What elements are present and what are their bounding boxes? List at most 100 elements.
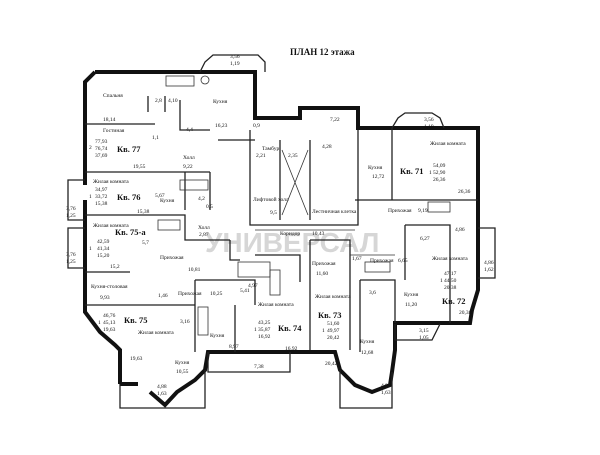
- room-label: Прихожая: [388, 208, 412, 214]
- room-area: 3,6: [369, 290, 376, 296]
- room-area: 10,43: [312, 231, 325, 237]
- interior-walls: [85, 96, 478, 352]
- room-label: Прихожая: [312, 261, 336, 267]
- usable-area: 52,90: [433, 170, 446, 176]
- living-area: 37,69: [95, 153, 108, 159]
- total-area: 42,59: [97, 239, 110, 245]
- room-area: 5,7: [142, 240, 149, 246]
- room-area: 18,14: [103, 117, 116, 123]
- balcony-area: 3,76: [66, 252, 76, 258]
- room-area: 9,22: [183, 164, 193, 170]
- room-label: Жилая комната: [258, 302, 294, 308]
- room-label: Кухня: [213, 99, 228, 105]
- room-area: 19,55: [133, 164, 146, 170]
- room-area: 1,1: [152, 135, 159, 141]
- common-areas: Тамбур 2,21 2,35 4,28 7,22 Лифтовой холл…: [253, 117, 357, 237]
- room-area: 6,27: [420, 236, 430, 242]
- room-area: 10,81: [188, 267, 201, 273]
- room-count: 1: [440, 278, 443, 284]
- room-area: 1,67: [352, 256, 362, 262]
- usable-area: 33,72: [95, 194, 108, 200]
- room-label: Кухня: [368, 165, 383, 171]
- room-label: Кухня: [360, 339, 375, 345]
- total-area: 46,76: [103, 313, 116, 319]
- room-label: Кухня: [404, 292, 419, 298]
- total-area: 43,25: [258, 320, 271, 326]
- room-label: Жилая комната: [93, 223, 129, 229]
- room-area: 11,20: [405, 302, 417, 308]
- room-area: 3,16: [180, 319, 190, 325]
- living-area: 16,92: [258, 334, 271, 340]
- room-label: Кухня-столовая: [91, 284, 128, 290]
- room-area: 4,4: [186, 127, 193, 133]
- room-count: 1: [89, 246, 92, 252]
- room-area: 12,68: [361, 350, 374, 356]
- usable-area: 45,13: [103, 320, 116, 326]
- usable-area: 44,50: [444, 278, 457, 284]
- room-area: 10,25: [210, 291, 223, 297]
- balcony-area: 1,63: [157, 391, 167, 397]
- room-area: 16,92: [285, 346, 298, 352]
- room-label: Прихожая: [160, 255, 184, 261]
- apartment-number: Кв. 75-а: [115, 227, 146, 237]
- total-area: 34,97: [95, 187, 108, 193]
- balcony-area: 1,25: [66, 259, 76, 265]
- room-area: 4,10: [168, 98, 178, 104]
- living-area: 20,38: [444, 285, 457, 291]
- apartment-number: Кв. 77: [117, 144, 141, 154]
- room-area: 2,21: [256, 153, 266, 159]
- balcony-area: 1,19: [424, 124, 434, 130]
- room-area: 12,72: [372, 174, 385, 180]
- room-label: Лестничная клетка: [312, 209, 357, 215]
- room-count: 1: [89, 194, 92, 200]
- living-area: 20,42: [327, 335, 340, 341]
- balcony-area: 1,05: [419, 335, 429, 341]
- balcony-area: 1,62: [484, 267, 494, 273]
- room-area: 19,63: [130, 356, 143, 362]
- room-area: 11,60: [316, 271, 328, 277]
- room-label: Жилая комната: [315, 294, 351, 300]
- total-area: 77,93: [95, 139, 108, 145]
- room-area: 2,87: [199, 232, 209, 238]
- room-label: Холл: [198, 225, 210, 231]
- apartment-75: Кухня-столовая 9,93 1,46 1 46,76 45,13 1…: [91, 284, 174, 397]
- room-area: 20,38: [459, 310, 472, 316]
- usable-area: 76,74: [95, 146, 108, 152]
- room-area: 4,86: [455, 227, 465, 233]
- room-area: 0,9: [253, 123, 260, 129]
- room-count: 1: [429, 170, 432, 176]
- room-area: 15,38: [137, 209, 150, 215]
- balcony-area: 1,63: [381, 390, 391, 396]
- room-count: 2: [89, 145, 92, 151]
- room-area: 4,97: [248, 283, 258, 289]
- room-area: 26,36: [458, 189, 471, 195]
- apartment-74: Прихожая 10,25 3,16 Кухня 10,55 Кухня 8,…: [175, 283, 302, 375]
- apartment-number: Кв. 73: [318, 310, 342, 320]
- room-area: 0,5: [206, 204, 213, 210]
- room-label: Жилая комната: [430, 141, 466, 147]
- outer-walls: [67, 54, 496, 409]
- room-label: Тамбур: [262, 145, 279, 152]
- fixtures: [157, 75, 451, 336]
- room-area: 2,35: [288, 153, 298, 159]
- room-area: 8,97: [229, 344, 239, 350]
- apartment-number: Кв. 74: [278, 323, 302, 333]
- room-label: Холл: [183, 155, 195, 161]
- usable-area: 35,87: [258, 327, 271, 333]
- apartment-77: Спальня 18,14 Гостиная 2 77,93 76,74 37,…: [89, 54, 260, 170]
- room-area: 16,23: [215, 123, 228, 129]
- balcony-area: 4,86: [484, 260, 494, 266]
- balcony-area: 3,56: [424, 117, 434, 123]
- room-area: 15,2: [110, 264, 120, 270]
- apartment-number: Кв. 71: [400, 166, 424, 176]
- room-area: 10,55: [176, 369, 189, 375]
- room-count: 1: [254, 327, 257, 333]
- room-area: 4,2: [198, 196, 205, 202]
- room-label: Прихожая: [178, 291, 202, 297]
- room-area: 20,42: [325, 361, 338, 367]
- room-area: 9,93: [100, 295, 110, 301]
- room-area: 6,65: [398, 258, 408, 264]
- balcony-area: 1,25: [66, 213, 76, 219]
- room-label: Жилая комната: [93, 179, 129, 185]
